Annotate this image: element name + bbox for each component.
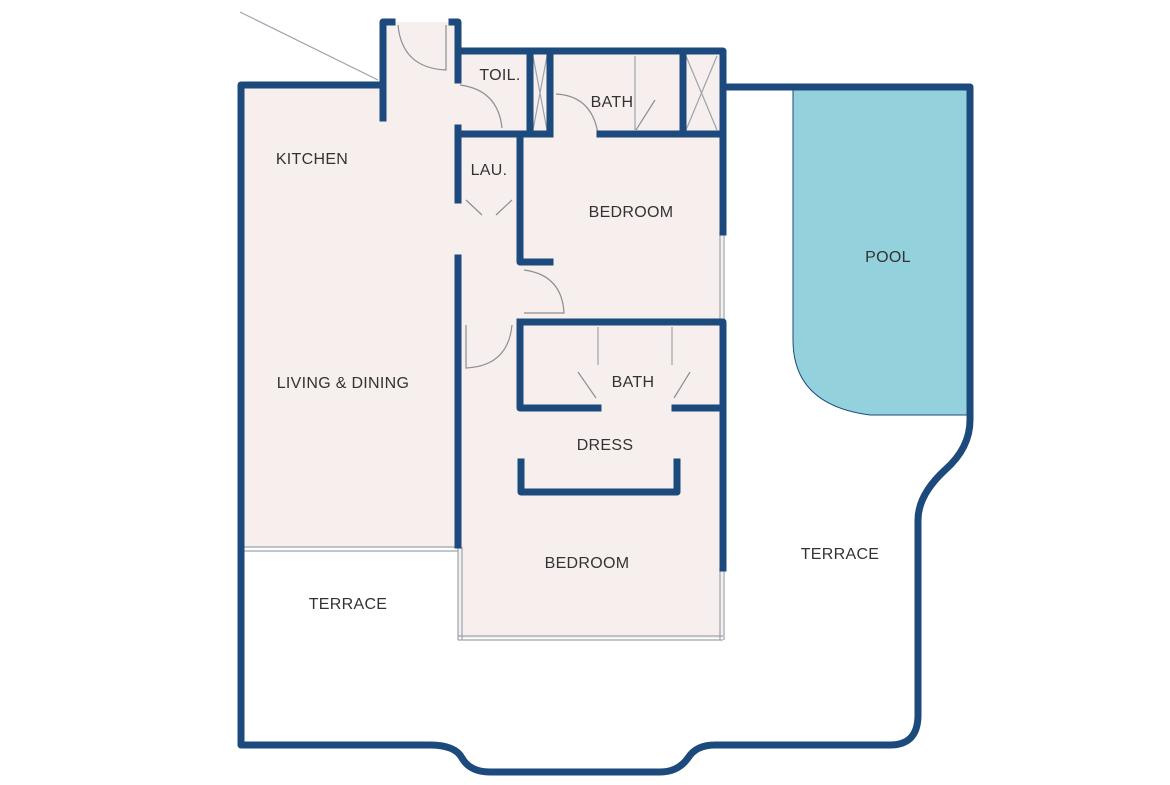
- label-pool: POOL: [865, 249, 911, 266]
- thin-lines: [239, 11, 725, 641]
- label-kitchen: KITCHEN: [276, 151, 348, 168]
- door-swings: [397, 24, 691, 399]
- label-terrace-right: TERRACE: [801, 546, 880, 563]
- label-bedroom-top: BEDROOM: [589, 204, 674, 221]
- pool: [792, 86, 973, 416]
- room-labels: TOIL. BATH KITCHEN LAU. BEDROOM POOL LIV…: [276, 67, 911, 613]
- label-toilet: TOIL.: [479, 67, 520, 84]
- label-bedroom-bottom: BEDROOM: [545, 555, 630, 572]
- label-bath-top: BATH: [591, 94, 634, 111]
- label-laundry: LAU.: [471, 162, 508, 179]
- label-terrace-left: TERRACE: [309, 596, 388, 613]
- label-bath-bottom: BATH: [612, 374, 655, 391]
- walls: [237, 18, 974, 776]
- label-living-dining: LIVING & DINING: [277, 375, 410, 392]
- floor-fill: [241, 22, 723, 638]
- label-dress: DRESS: [577, 437, 634, 454]
